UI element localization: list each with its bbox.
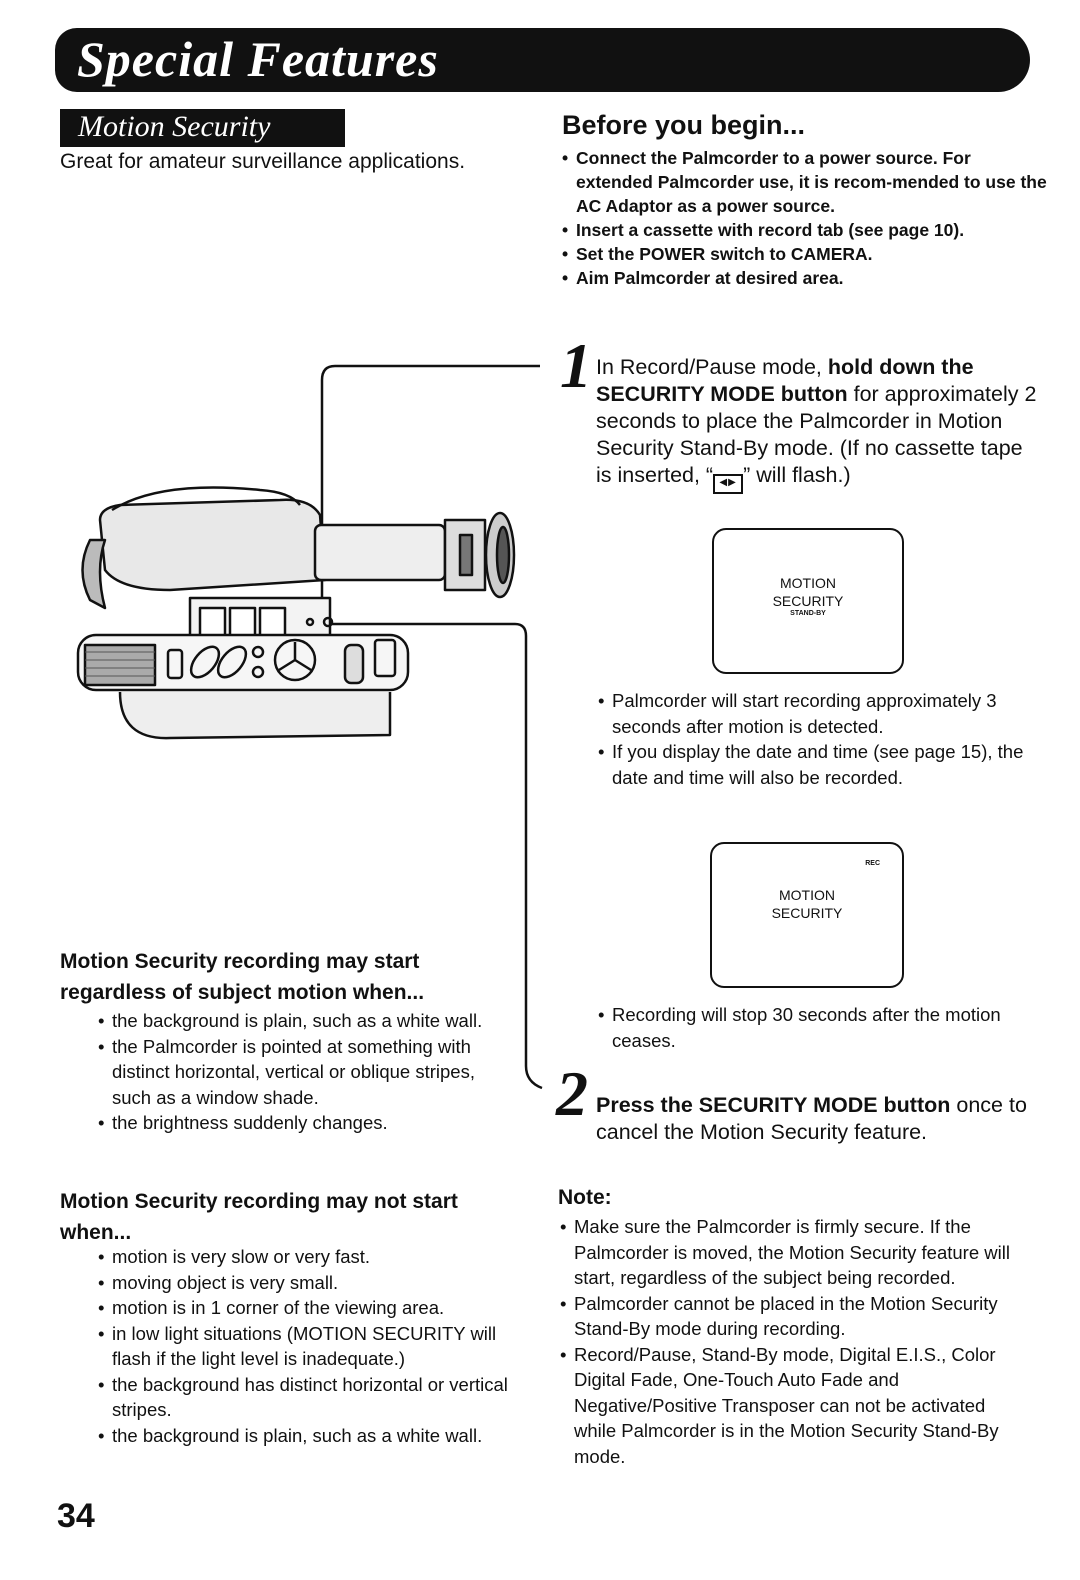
step2-text-bold: Press the SECURITY MODE button — [596, 1093, 951, 1117]
list-item: motion is in 1 corner of the viewing are… — [96, 1295, 516, 1321]
screen-line: SECURITY — [772, 593, 844, 609]
before-heading: Before you begin... — [562, 110, 806, 140]
screen-line: MOTION — [780, 575, 836, 591]
list-item: motion is very slow or very fast. — [96, 1244, 516, 1270]
callout-lines — [320, 364, 543, 1090]
page-number: 34 — [57, 1497, 95, 1535]
camcorder-icon — [76, 486, 516, 740]
list-item: Set the POWER switch to CAMERA. — [560, 242, 1050, 266]
list-item: Aim Palmcorder at desired area. — [560, 266, 1050, 290]
cassette-icon: ◀▶ — [713, 474, 744, 494]
list-item: Record/Pause, Stand-By mode, Digital E.I… — [558, 1342, 1028, 1470]
rec-indicator: REC — [865, 860, 880, 867]
note-list: Make sure the Palmcorder is firmly secur… — [558, 1214, 1028, 1469]
step1-text-c: for approximately 2 seconds to place the… — [596, 382, 1037, 487]
list-item: in low light situations (MOTION SECURITY… — [96, 1321, 516, 1372]
step1-text-d: ” will flash.) — [743, 463, 851, 487]
step-number-1: 1 — [560, 330, 592, 401]
step1-text: In Record/Pause mode, hold down the SECU… — [596, 354, 1041, 494]
may-start-heading: Motion Security recording may start rega… — [60, 950, 425, 1004]
list-item: the Palmcorder is pointed at something w… — [96, 1034, 516, 1111]
screen-line: MOTION — [779, 887, 835, 903]
list-item: Palmcorder will start recording approxim… — [596, 688, 1036, 739]
camcorder-illustration — [76, 364, 543, 1090]
list-item: the background has distinct horizontal o… — [96, 1372, 516, 1423]
page-title: Special Features — [77, 31, 439, 87]
list-item: the brightness suddenly changes. — [96, 1110, 516, 1136]
step-number-2: 2 — [556, 1058, 588, 1129]
step1-text-a: In Record/Pause mode, — [596, 355, 828, 379]
list-item: Palmcorder cannot be placed in the Motio… — [558, 1291, 1028, 1342]
section-tag: Motion Security — [60, 109, 345, 147]
list-item: Connect the Palmcorder to a power source… — [560, 146, 1050, 218]
may-not-start-heading: Motion Security recording may not start … — [60, 1190, 458, 1244]
list-item: the background is plain, such as a white… — [96, 1423, 516, 1449]
screen-line-small: STAND-BY — [790, 610, 826, 617]
list-item: If you display the date and time (see pa… — [596, 739, 1036, 790]
section-title: Motion Security — [78, 110, 271, 143]
note-heading: Note: — [558, 1186, 612, 1209]
list-item: moving object is very small. — [96, 1270, 516, 1296]
step1-bullets-2: Recording will stop 30 seconds after the… — [596, 1002, 1036, 1053]
step1-bullets: Palmcorder will start recording approxim… — [596, 688, 1036, 790]
step1-text-b: hold down the SECURITY MODE button — [596, 355, 974, 406]
list-item: Insert a cassette with record tab (see p… — [560, 218, 1050, 242]
may-start-list: the background is plain, such as a white… — [96, 1008, 516, 1136]
list-item: Recording will stop 30 seconds after the… — [596, 1002, 1036, 1053]
step2-text-rest: once to cancel the Motion Security featu… — [596, 1093, 1027, 1144]
before-list: Connect the Palmcorder to a power source… — [560, 146, 1050, 290]
display-screen-recording: REC MOTION SECURITY — [710, 842, 904, 988]
list-item: the background is plain, such as a white… — [96, 1008, 516, 1034]
display-screen-standby: MOTION SECURITY STAND-BY — [712, 528, 904, 674]
header-banner: Special Features — [55, 28, 1030, 92]
step2-text: Press the SECURITY MODE button once to c… — [596, 1092, 1036, 1146]
may-not-start-list: motion is very slow or very fast. moving… — [96, 1244, 516, 1448]
list-item: Make sure the Palmcorder is firmly secur… — [558, 1214, 1028, 1291]
screen-line: SECURITY — [771, 905, 843, 921]
section-intro: Great for amateur surveillance applicati… — [60, 150, 466, 173]
